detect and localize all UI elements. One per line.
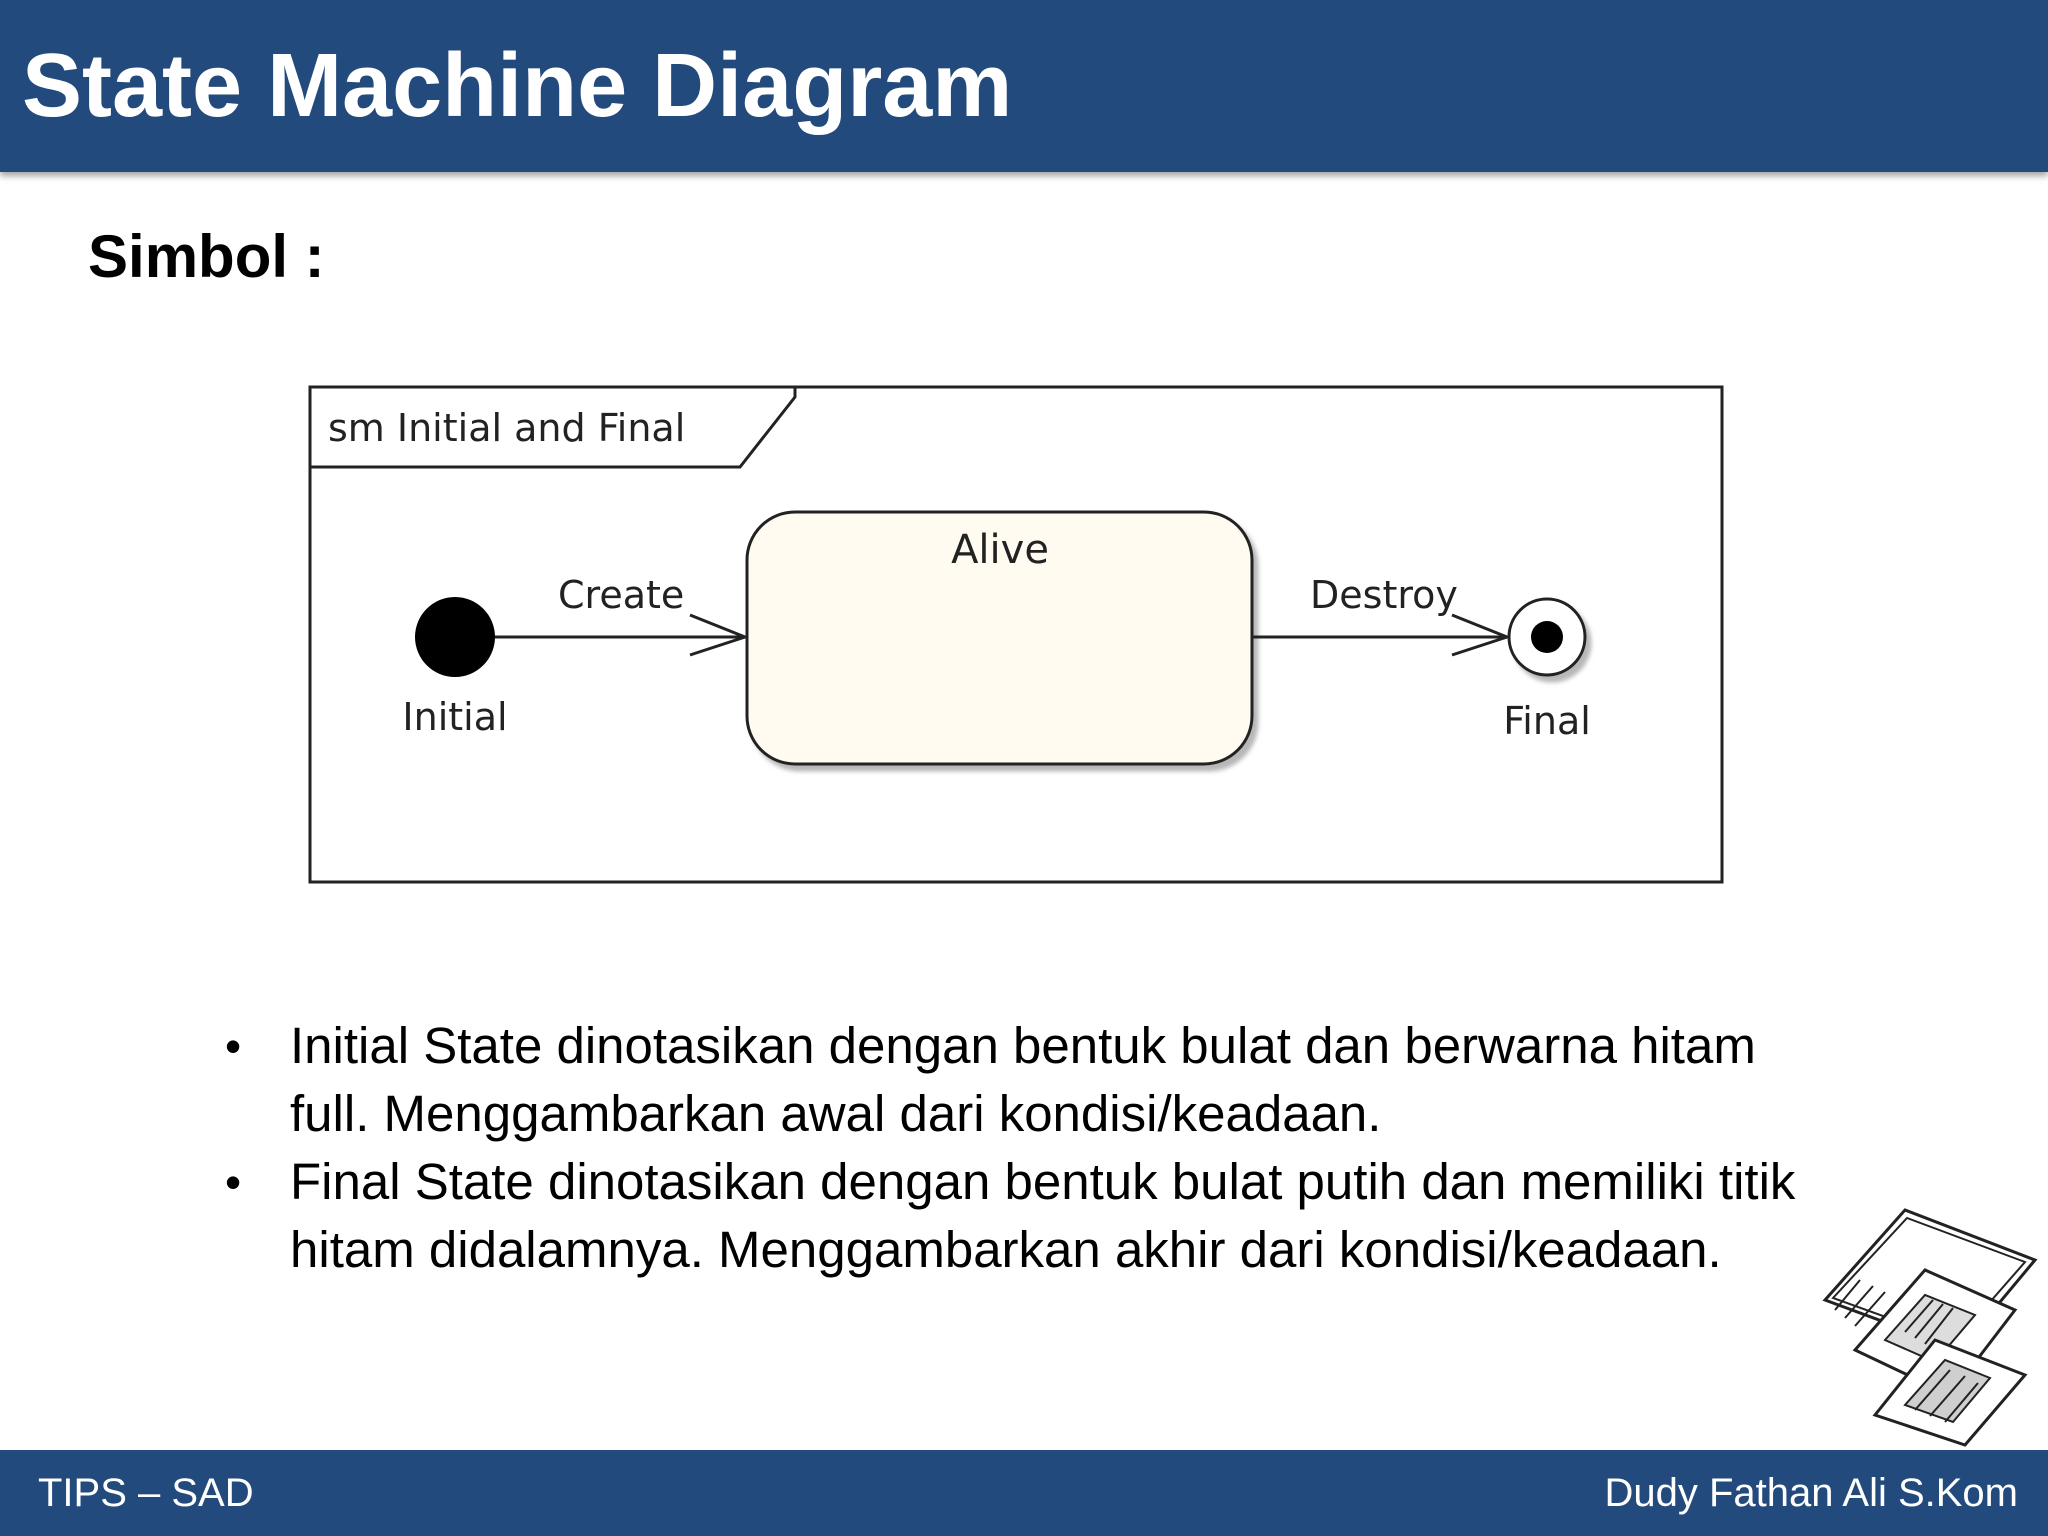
destroy-transition-label: Destroy [1310, 573, 1458, 617]
title-bar: State Machine Diagram [0, 0, 2048, 172]
slide-title: State Machine Diagram [22, 36, 1013, 136]
bullet-list: • Initial State dinotasikan dengan bentu… [225, 1012, 1825, 1284]
bullet-icon: • [225, 1156, 242, 1208]
bullet-item: • Initial State dinotasikan dengan bentu… [225, 1012, 1825, 1148]
final-state-dot [1531, 621, 1563, 653]
bullet-icon: • [225, 1020, 242, 1072]
create-arrowhead [689, 613, 750, 657]
alive-state-label: Alive [951, 527, 1049, 573]
state-machine-diagram: sm Initial and Final Initial Create Aliv… [308, 385, 1724, 884]
initial-state-node [415, 597, 495, 677]
footer-bar: TIPS – SAD Dudy Fathan Ali S.Kom [0, 1450, 2048, 1536]
create-transition-label: Create [558, 573, 684, 617]
bullet-text-final: Final State dinotasikan dengan bentuk bu… [290, 1153, 1796, 1278]
destroy-arrowhead [1451, 613, 1512, 657]
frame-label: sm Initial and Final [328, 406, 685, 450]
initial-state-label: Initial [402, 695, 507, 739]
bullet-text-initial: Initial State dinotasikan dengan bentuk … [290, 1017, 1756, 1142]
bullet-item: • Final State dinotasikan dengan bentuk … [225, 1148, 1825, 1284]
footer-course: TIPS – SAD [38, 1471, 254, 1515]
frame-label-box [308, 385, 797, 469]
floppy-disks-icon [1822, 1208, 2038, 1447]
final-state-label: Final [1503, 699, 1591, 743]
footer-author: Dudy Fathan Ali S.Kom [1604, 1471, 2018, 1515]
section-heading: Simbol : [88, 223, 325, 290]
